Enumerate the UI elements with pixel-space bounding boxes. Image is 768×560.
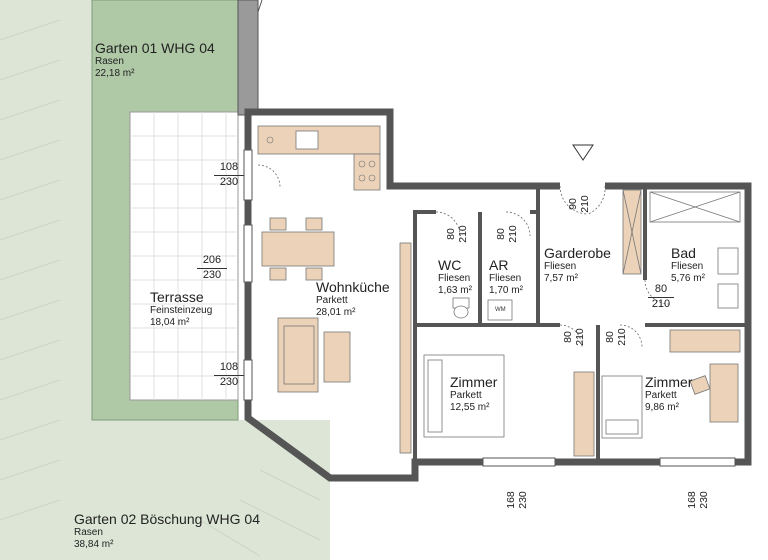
washing-machine-label: WM <box>495 307 506 313</box>
kitchen-counter <box>257 125 381 191</box>
room-area: 18,04 m² <box>150 316 190 328</box>
room-material: Feinsteinzeug <box>150 305 213 317</box>
dimension-width: 80 <box>445 228 457 240</box>
dimension-height: 210 <box>616 328 628 346</box>
dimension-height: 230 <box>698 491 710 509</box>
wardrobe <box>622 189 642 275</box>
room-area: 1,70 m² <box>489 284 523 296</box>
room-area: 1,63 m² <box>438 284 472 296</box>
room-label-ar: AR Fliesen 1,70 m² <box>489 257 523 296</box>
dimension-height: 210 <box>579 195 591 213</box>
terrace-windows <box>243 149 253 401</box>
column-line <box>257 0 263 13</box>
room-material: Fliesen <box>544 261 577 273</box>
bath-fixtures <box>649 191 741 309</box>
dimension-width: 108 <box>214 161 244 176</box>
dimension-width: 206 <box>197 254 227 269</box>
room-name: Terrasse <box>150 289 204 305</box>
room-name: Zimmer <box>450 374 498 390</box>
room-label-wc: WC Fliesen 1,63 m² <box>438 257 472 296</box>
room-area: 28,01 m² <box>316 306 356 318</box>
room-material: Parkett <box>316 295 348 307</box>
room-material: Fliesen <box>671 261 704 273</box>
room-label-zimmer1: Zimmer Parkett 12,55 m² <box>450 374 497 413</box>
room-label-garten01: Garten 01 WHG 04 Rasen 22,18 m² <box>95 40 215 79</box>
entrance-marker <box>572 144 594 161</box>
dimension-width: 80 <box>604 331 616 343</box>
door-dimension-bad: 80 210 <box>648 283 674 312</box>
dimension-width: 80 <box>648 283 674 298</box>
dimension-height: 210 <box>574 328 586 346</box>
dimension-width: 108 <box>214 361 244 376</box>
dimension-width: 90 <box>567 198 579 210</box>
wc-toilet <box>452 297 470 319</box>
room-name: Wohnküche <box>316 279 390 295</box>
room-name: AR <box>489 257 509 273</box>
room-area: 9,86 m² <box>645 401 679 413</box>
room-area: 38,84 m² <box>74 538 114 550</box>
window-dimension: 206 230 <box>197 254 227 283</box>
room-material: Fliesen <box>438 273 471 285</box>
room-material: Rasen <box>74 527 103 539</box>
dimension-width: 80 <box>495 228 507 240</box>
sofa <box>277 317 351 393</box>
room-material: Fliesen <box>489 273 522 285</box>
room-name: Bad <box>671 245 696 261</box>
dimension-height: 210 <box>457 225 469 243</box>
dimension-height: 230 <box>219 375 239 388</box>
garden-slope-area <box>0 420 330 560</box>
room-name: Zimmer <box>645 374 693 390</box>
window-dimension: 108 230 <box>214 361 244 390</box>
dimension-width: 80 <box>562 331 574 343</box>
bottom-windows <box>482 457 736 467</box>
window-dimension: 108 230 <box>214 161 244 190</box>
room-area: 22,18 m² <box>95 67 135 79</box>
zimmer1-furniture <box>423 354 595 457</box>
living-cabinet <box>399 242 412 454</box>
dimension-height: 230 <box>517 491 529 509</box>
room-label-terrasse: Terrasse Feinsteinzeug 18,04 m² <box>150 289 212 328</box>
room-label-garten02: Garten 02 Böschung WHG 04 Rasen 38,84 m² <box>74 511 260 550</box>
terrace-tiles <box>130 112 238 400</box>
room-name: Garten 02 Böschung WHG 04 <box>74 511 260 527</box>
room-name: WC <box>438 257 462 273</box>
room-material: Rasen <box>95 56 124 68</box>
room-material: Parkett <box>645 390 677 402</box>
room-material: Parkett <box>450 390 482 402</box>
dimension-width: 168 <box>686 491 698 509</box>
room-label-wohnkueche: Wohnküche Parkett 28,01 m² <box>316 279 390 318</box>
room-label-zimmer2: Zimmer Parkett 9,86 m² <box>645 374 692 413</box>
room-area: 7,57 m² <box>544 272 578 284</box>
slope-hatching <box>0 19 321 557</box>
room-name: Garderobe <box>544 245 611 261</box>
dimension-width: 168 <box>505 491 517 509</box>
zimmer2-furniture <box>601 329 741 439</box>
dining-table <box>261 217 335 281</box>
room-name: Garten 01 WHG 04 <box>95 40 215 56</box>
column-wall <box>237 0 259 116</box>
room-label-garderobe: Garderobe Fliesen 7,57 m² <box>544 245 611 284</box>
room-area: 5,76 m² <box>671 272 705 284</box>
room-area: 12,55 m² <box>450 401 490 413</box>
dimension-height: 210 <box>507 225 519 243</box>
washing-machine <box>487 299 513 321</box>
dimension-height: 230 <box>202 268 222 281</box>
interior-walls <box>413 186 748 462</box>
dimension-height: 210 <box>651 297 671 310</box>
room-label-bad: Bad Fliesen 5,76 m² <box>671 245 705 284</box>
dimension-height: 230 <box>219 175 239 188</box>
door-swings <box>257 164 670 348</box>
